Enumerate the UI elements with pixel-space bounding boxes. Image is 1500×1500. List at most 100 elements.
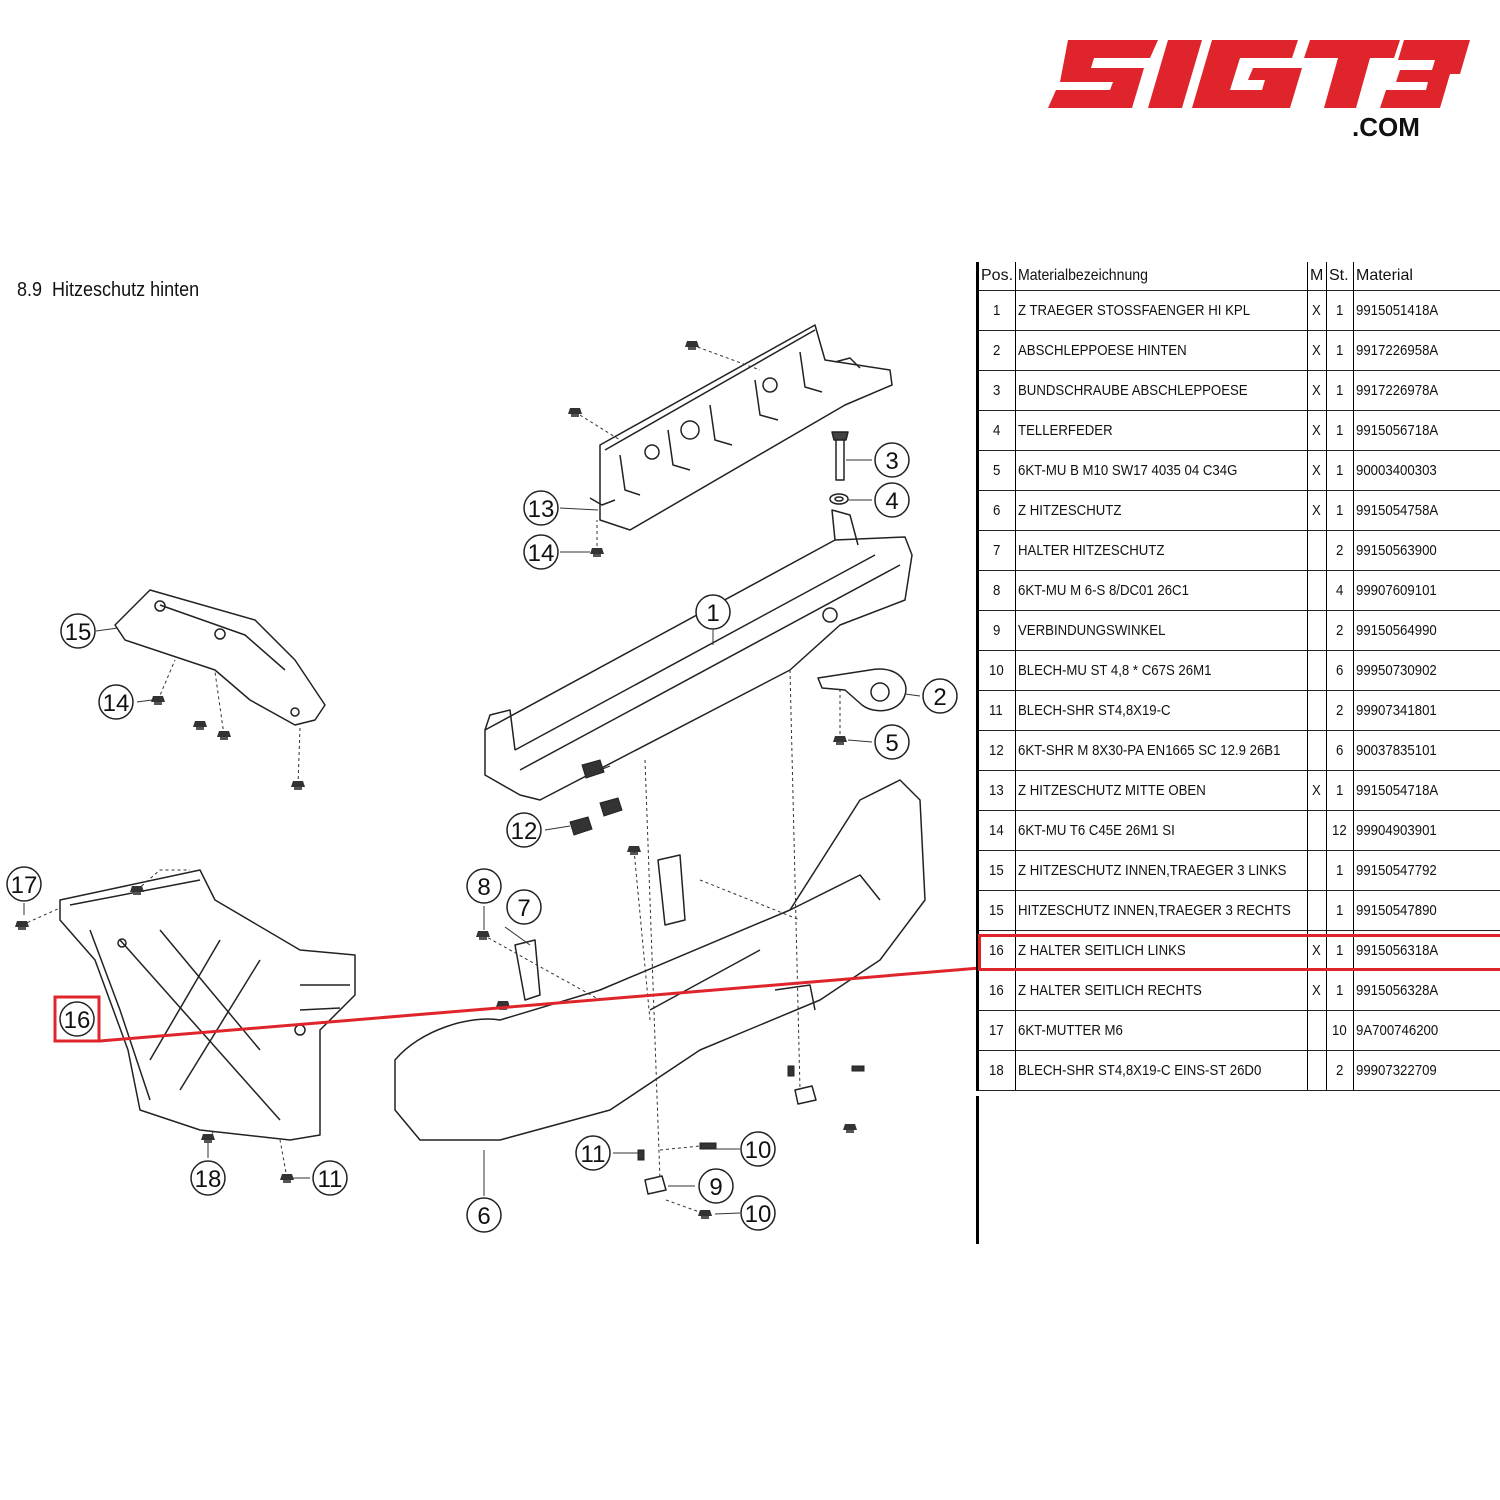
cell-material: 9A700746200 bbox=[1353, 1010, 1500, 1051]
cell-m: X bbox=[1307, 370, 1327, 411]
svg-text:3: 3 bbox=[885, 448, 898, 475]
table-border bbox=[976, 1096, 979, 1244]
cell-material: 99150547890 bbox=[1353, 890, 1500, 931]
cell-pos: 14 bbox=[976, 810, 1016, 851]
cell-name: BLECH-SHR ST4,8X19-C EINS-ST 26D0 bbox=[1015, 1050, 1308, 1091]
cell-material: 99150564990 bbox=[1353, 610, 1500, 651]
cell-m: X bbox=[1307, 930, 1327, 971]
svg-text:7: 7 bbox=[517, 895, 530, 922]
cell-material: 99150547792 bbox=[1353, 850, 1500, 891]
part-16-side-holder bbox=[59, 869, 356, 1141]
svg-text:11: 11 bbox=[581, 1141, 606, 1168]
cell-st: 1 bbox=[1326, 410, 1354, 451]
callout-3: 3 bbox=[874, 442, 910, 478]
fastener-bolts bbox=[569, 759, 865, 1161]
cell-st: 2 bbox=[1326, 690, 1354, 731]
cell-pos: 11 bbox=[976, 690, 1016, 731]
cell-name: 6KT-MU M 6-S 8/DC01 26C1 bbox=[1015, 570, 1308, 611]
cell-pos: 9 bbox=[976, 610, 1016, 651]
cell-st: 6 bbox=[1326, 730, 1354, 771]
callout-lines bbox=[23, 459, 921, 1215]
cell-pos: 15 bbox=[976, 850, 1016, 891]
callout-17: 17 bbox=[6, 866, 42, 902]
callout-16: 16 bbox=[59, 1001, 95, 1037]
cell-pos: 16 bbox=[976, 970, 1016, 1011]
cell-m bbox=[1307, 650, 1327, 691]
cell-m bbox=[1307, 1010, 1327, 1051]
header-st: St. bbox=[1326, 262, 1354, 291]
cell-material: 9915051418A bbox=[1353, 290, 1500, 331]
cell-st: 6 bbox=[1326, 650, 1354, 691]
part-9-angle bbox=[644, 1085, 817, 1195]
exploded-parts-diagram: 1 2 3 4 5 6 7 8 9 10 10 11 11 12 13 14 1… bbox=[6, 324, 980, 1233]
highlight-connector bbox=[99, 966, 980, 1043]
cell-pos: 15 bbox=[976, 890, 1016, 931]
part-1-bumper-carrier bbox=[484, 509, 913, 801]
cell-m bbox=[1307, 890, 1327, 931]
cell-name: TELLERFEDER bbox=[1015, 410, 1308, 451]
cell-material: 99950730902 bbox=[1353, 650, 1500, 691]
part-13-heat-shield-upper bbox=[589, 324, 893, 531]
cell-m bbox=[1307, 530, 1327, 571]
cell-m bbox=[1307, 810, 1327, 851]
cell-m bbox=[1307, 610, 1327, 651]
svg-text:8: 8 bbox=[477, 874, 490, 901]
callout-8: 8 bbox=[466, 868, 502, 904]
cell-name: BUNDSCHRAUBE ABSCHLEPPOESE bbox=[1015, 370, 1308, 411]
header-name: Materialbezeichnung bbox=[1015, 262, 1308, 291]
cell-name: Z HITZESCHUTZ MITTE OBEN bbox=[1015, 770, 1308, 811]
cell-st: 1 bbox=[1326, 450, 1354, 491]
highlight-row-box bbox=[978, 934, 1500, 971]
callout-15: 15 bbox=[60, 613, 96, 649]
cell-m bbox=[1307, 730, 1327, 771]
cell-material: 99904903901 bbox=[1353, 810, 1500, 851]
cell-name: BLECH-SHR ST4,8X19-C bbox=[1015, 690, 1308, 731]
svg-text:5: 5 bbox=[885, 730, 898, 757]
section-name: Hitzeschutz hinten bbox=[52, 279, 200, 301]
brand-logo bbox=[1048, 40, 1470, 108]
cell-name: 6KT-MU B M10 SW17 4035 04 C34G bbox=[1015, 450, 1308, 491]
cell-material: 99907322709 bbox=[1353, 1050, 1500, 1091]
callout-14-upper: 14 bbox=[523, 534, 559, 570]
part-4-washer bbox=[829, 493, 849, 505]
cell-pos: 4 bbox=[976, 410, 1016, 451]
cell-pos: 10 bbox=[976, 650, 1016, 691]
svg-text:15: 15 bbox=[65, 619, 92, 646]
cell-pos: 8 bbox=[976, 570, 1016, 611]
cell-name: 6KT-MU T6 C45E 26M1 SI bbox=[1015, 810, 1308, 851]
cell-name: HITZESCHUTZ INNEN,TRAEGER 3 RECHTS bbox=[1015, 890, 1308, 931]
callout-1: 1 bbox=[695, 594, 731, 630]
cell-name: VERBINDUNGSWINKEL bbox=[1015, 610, 1308, 651]
cell-m: X bbox=[1307, 330, 1327, 371]
cell-name: Z TRAEGER STOSSFAENGER HI KPL bbox=[1015, 290, 1308, 331]
part-7-bracket bbox=[514, 854, 686, 1001]
svg-text:10: 10 bbox=[745, 1201, 772, 1228]
callout-14-left: 14 bbox=[98, 684, 134, 720]
header-material: Material bbox=[1353, 262, 1500, 291]
cell-material: 9917226978A bbox=[1353, 370, 1500, 411]
cell-st: 10 bbox=[1326, 1010, 1354, 1051]
header-m: M bbox=[1307, 262, 1327, 291]
cell-material: 9915054758A bbox=[1353, 490, 1500, 531]
cell-pos: 2 bbox=[976, 330, 1016, 371]
part-2-towing-eye bbox=[817, 668, 907, 712]
cell-material: 9917226958A bbox=[1353, 330, 1500, 371]
callout-11-left: 11 bbox=[312, 1160, 348, 1196]
callout-6: 6 bbox=[466, 1197, 502, 1233]
cell-m: X bbox=[1307, 770, 1327, 811]
cell-name: 6KT-SHR M 8X30-PA EN1665 SC 12.9 26B1 bbox=[1015, 730, 1308, 771]
cell-name: Z HITZESCHUTZ INNEN,TRAEGER 3 LINKS bbox=[1015, 850, 1308, 891]
cell-pos: 3 bbox=[976, 370, 1016, 411]
leader-lines bbox=[21, 344, 841, 1215]
cell-name: ABSCHLEPPOESE HINTEN bbox=[1015, 330, 1308, 371]
